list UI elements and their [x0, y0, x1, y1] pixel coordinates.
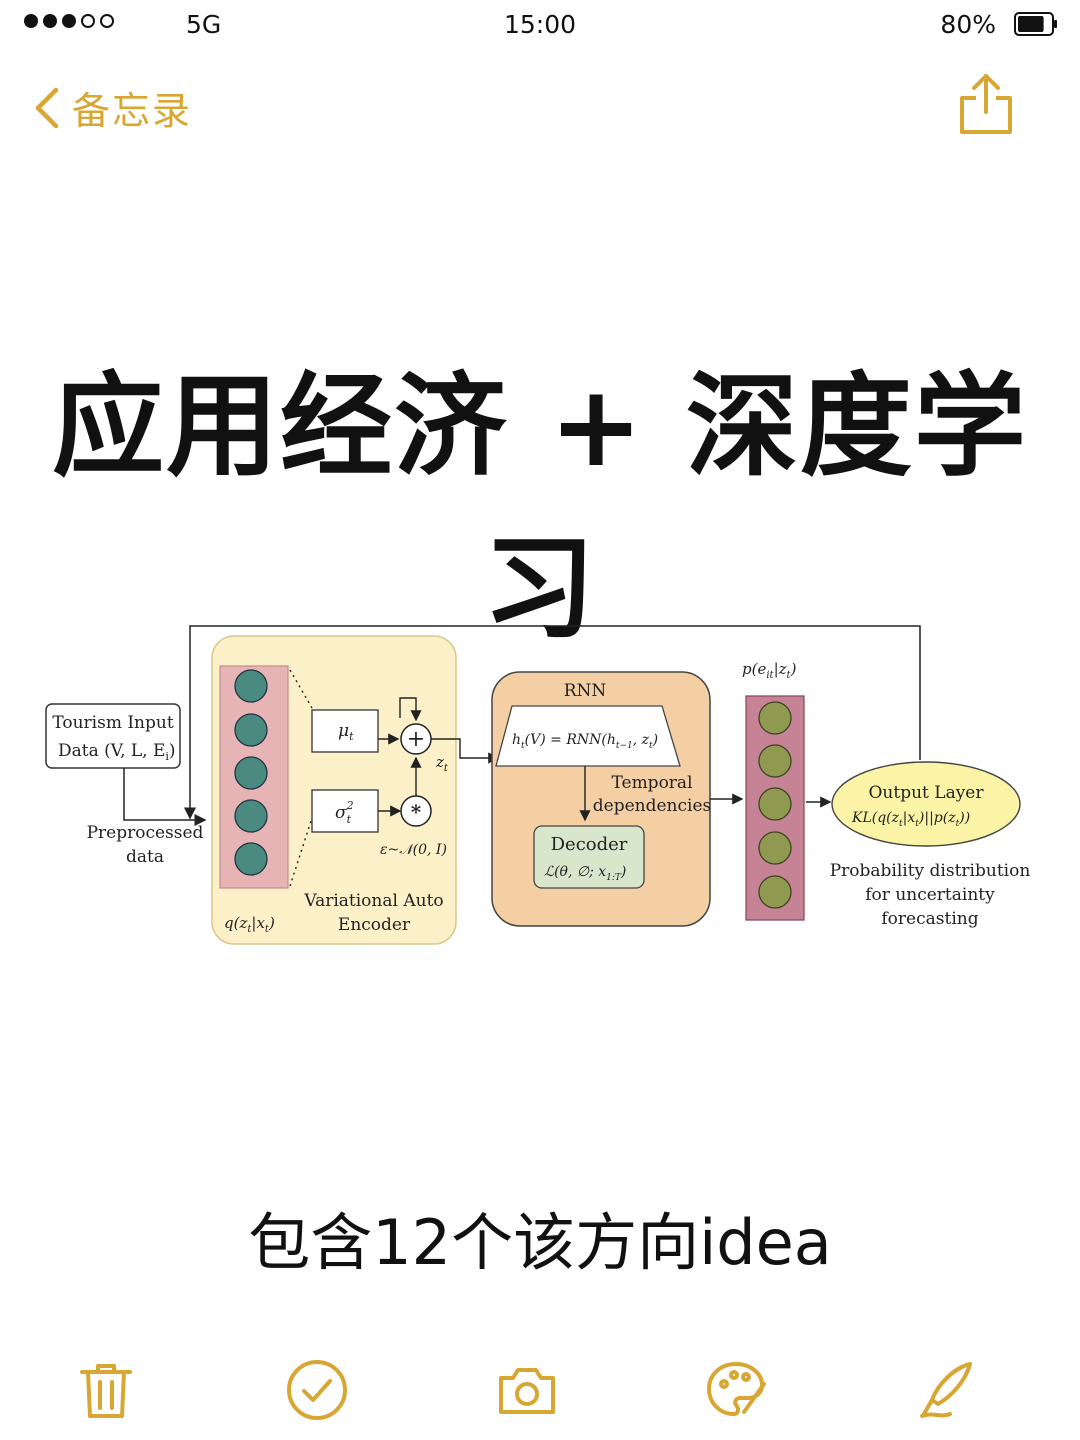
bottom-toolbar — [0, 1358, 1080, 1430]
p-label: p(eit|zt) — [742, 660, 797, 681]
decoder-title: Decoder — [551, 834, 628, 855]
q-label: q(zt|xt) — [224, 914, 275, 935]
share-icon[interactable] — [958, 72, 1014, 136]
carrier-label: 5G — [186, 10, 222, 39]
status-bar: 5G 15:00 80% — [0, 0, 1080, 54]
rnn-formula: ht(V) = RNN(ht−1, zt) — [512, 732, 658, 751]
preprocessed-label-line1: Preprocessed — [87, 823, 204, 843]
input-label-line2: Data (V, L, Ei) — [58, 741, 176, 763]
input-label-line1: Tourism Input — [52, 713, 174, 733]
note-subtitle: 包含12个该方向idea — [248, 1206, 832, 1279]
plus-node: + — [407, 727, 425, 752]
mu-label: μt — [338, 721, 354, 743]
probability-label-line3: forecasting — [881, 909, 978, 929]
battery-percentage: 80% — [940, 10, 996, 39]
chevron-left-icon — [35, 87, 59, 128]
signal-strength-icon — [24, 14, 114, 28]
back-label: 备忘录 — [72, 89, 193, 133]
preprocessed-label-line2: data — [126, 847, 164, 867]
checklist-icon[interactable] — [285, 1358, 349, 1422]
trash-icon[interactable] — [74, 1358, 138, 1422]
palette-icon[interactable] — [704, 1358, 768, 1422]
multiply-node: * — [411, 800, 422, 824]
model-architecture-diagram: Tourism Input Data (V, L, Ei) Preprocess… — [45, 625, 1031, 945]
vae-label-line1: Variational Auto — [303, 891, 443, 911]
output-layer-formula: KL(q(zt|xt)||p(zt)) — [851, 810, 970, 829]
decoder-formula: ℒ(θ, ∅; x1:T) — [544, 864, 626, 883]
battery-icon — [1014, 12, 1057, 36]
compose-icon[interactable] — [914, 1358, 978, 1422]
temporal-label-line1: Temporal — [611, 773, 692, 793]
temporal-label-line2: dependencies — [593, 796, 711, 816]
probability-label-line1: Probability distribution — [830, 861, 1031, 881]
camera-icon[interactable] — [495, 1358, 559, 1422]
note-title: 应用经济 + 深度学习 — [52, 362, 1028, 654]
back-button[interactable]: 备忘录 — [34, 80, 192, 135]
vae-label-line2: Encoder — [338, 915, 411, 935]
z-label: zt — [435, 753, 449, 774]
epsilon-label: ε~𝒩(0, I) — [380, 842, 447, 858]
nav-bar: 备忘录 — [0, 70, 1080, 140]
status-time: 15:00 — [503, 10, 577, 39]
rnn-title: RNN — [564, 681, 607, 701]
probability-label-line2: for uncertainty — [865, 885, 995, 905]
output-layer-title: Output Layer — [869, 783, 985, 803]
